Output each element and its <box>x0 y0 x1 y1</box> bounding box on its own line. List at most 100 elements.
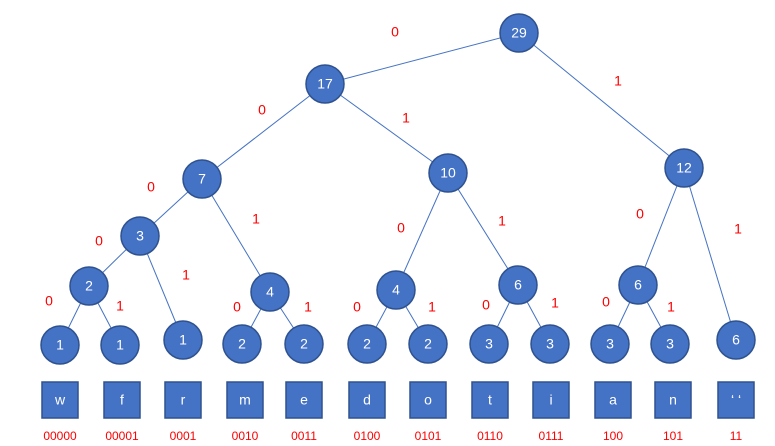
symbol-entry: d 0100 <box>348 381 386 443</box>
tree-node-circle <box>618 265 658 305</box>
symbol-code: 11 <box>730 429 743 443</box>
edge-bit-label: 0 <box>233 299 241 315</box>
tree-node-circle <box>284 324 324 364</box>
tree-edge <box>324 83 449 174</box>
tree-node: 7 <box>182 159 222 199</box>
tree-node-value: 1 <box>56 337 64 353</box>
symbol-char: ‘ ‘ <box>731 392 741 408</box>
tree-node-value: 2 <box>85 278 93 294</box>
symbol-code: 0110 <box>477 429 503 443</box>
tree-node: 1 <box>40 325 80 365</box>
tree-node: 3 <box>120 216 160 256</box>
tree-edge <box>395 172 449 291</box>
symbol-box <box>594 381 632 419</box>
symbol-code: 0101 <box>415 429 442 443</box>
edge-bit-label: 0 <box>147 179 155 195</box>
symbol-char: d <box>363 392 371 408</box>
symbol-char: t <box>488 392 492 408</box>
tree-node: 3 <box>469 324 509 364</box>
tree-node: 4 <box>250 272 290 312</box>
edge-bit-label: 1 <box>116 298 124 314</box>
tree-node: 6 <box>618 265 658 305</box>
edge-bit-label: 1 <box>614 73 622 89</box>
tree-edge <box>447 172 519 286</box>
symbol-code: 0011 <box>291 429 317 443</box>
tree-node: 6 <box>498 265 538 305</box>
tree-node-value: 6 <box>732 332 740 348</box>
symbol-box <box>348 381 386 419</box>
tree-node-value: 3 <box>546 336 554 352</box>
symbols-layer: w00000f00001r0001m0010e0011d0100o0101t01… <box>41 381 755 443</box>
symbol-entry: w 00000 <box>41 381 79 443</box>
symbol-code: 0001 <box>170 429 197 443</box>
tree-edge <box>518 32 685 169</box>
tree-node-circle <box>408 324 448 364</box>
tree-node-circle <box>182 159 222 199</box>
tree-node: 12 <box>664 148 704 188</box>
symbol-code: 0100 <box>354 429 381 443</box>
edge-bit-label: 0 <box>45 293 53 309</box>
edge-bit-label: 0 <box>258 102 266 118</box>
tree-node-circle <box>305 64 345 104</box>
tree-node-circle <box>163 320 203 360</box>
tree-node-value: 6 <box>634 277 642 293</box>
symbol-char: w <box>54 392 66 408</box>
tree-node-value: 2 <box>363 336 371 352</box>
symbol-code: 0111 <box>539 429 564 443</box>
tree-node-value: 4 <box>392 282 400 298</box>
symbol-char: a <box>609 392 617 408</box>
tree-node-value: 2 <box>424 336 432 352</box>
tree-node-circle <box>222 324 262 364</box>
symbol-char: r <box>181 392 186 408</box>
tree-edge <box>324 32 520 85</box>
symbol-code: 00000 <box>43 429 77 443</box>
symbol-code: 101 <box>663 429 683 443</box>
tree-node-circle <box>428 153 468 193</box>
tree-node-value: 3 <box>606 336 614 352</box>
symbol-entry: o 0101 <box>409 381 447 443</box>
edge-bit-label: 1 <box>182 267 190 283</box>
symbol-box <box>409 381 447 419</box>
tree-node-circle <box>120 216 160 256</box>
symbol-char: m <box>239 392 251 408</box>
tree-node-circle <box>590 324 630 364</box>
symbol-box <box>654 381 692 419</box>
edge-bit-label: 0 <box>602 294 610 310</box>
tree-node-circle <box>499 13 539 53</box>
tree-node: 3 <box>590 324 630 364</box>
tree-node-value: 29 <box>511 25 527 41</box>
symbol-code: 100 <box>603 429 623 443</box>
tree-node-value: 2 <box>300 336 308 352</box>
edge-bit-label: 0 <box>391 24 399 40</box>
tree-node-value: 7 <box>198 171 206 187</box>
edge-bit-label: 0 <box>353 299 361 315</box>
tree-node: 3 <box>530 324 570 364</box>
tree-edge <box>683 167 737 341</box>
symbol-entry: r 0001 <box>164 381 202 443</box>
tree-node-value: 3 <box>666 336 674 352</box>
tree-node-value: 10 <box>440 165 456 181</box>
tree-node-value: 3 <box>136 228 144 244</box>
tree-node: 2 <box>222 324 262 364</box>
tree-node-value: 6 <box>514 277 522 293</box>
symbol-char: o <box>424 392 432 408</box>
tree-node: 3 <box>650 324 690 364</box>
tree-node-circle <box>530 324 570 364</box>
tree-edge <box>201 83 326 180</box>
tree-node-circle <box>664 148 704 188</box>
tree-node: 2 <box>284 324 324 364</box>
tree-node-circle <box>347 324 387 364</box>
edge-bit-label: 0 <box>482 297 490 313</box>
edge-bit-label: 1 <box>551 295 559 311</box>
symbol-box <box>226 381 264 419</box>
tree-node-value: 12 <box>676 160 692 176</box>
tree-node-value: 4 <box>266 284 274 300</box>
edge-bit-label: 0 <box>397 220 405 236</box>
tree-node-circle <box>376 270 416 310</box>
edge-bit-label: 0 <box>636 206 644 222</box>
symbol-box <box>471 381 509 419</box>
